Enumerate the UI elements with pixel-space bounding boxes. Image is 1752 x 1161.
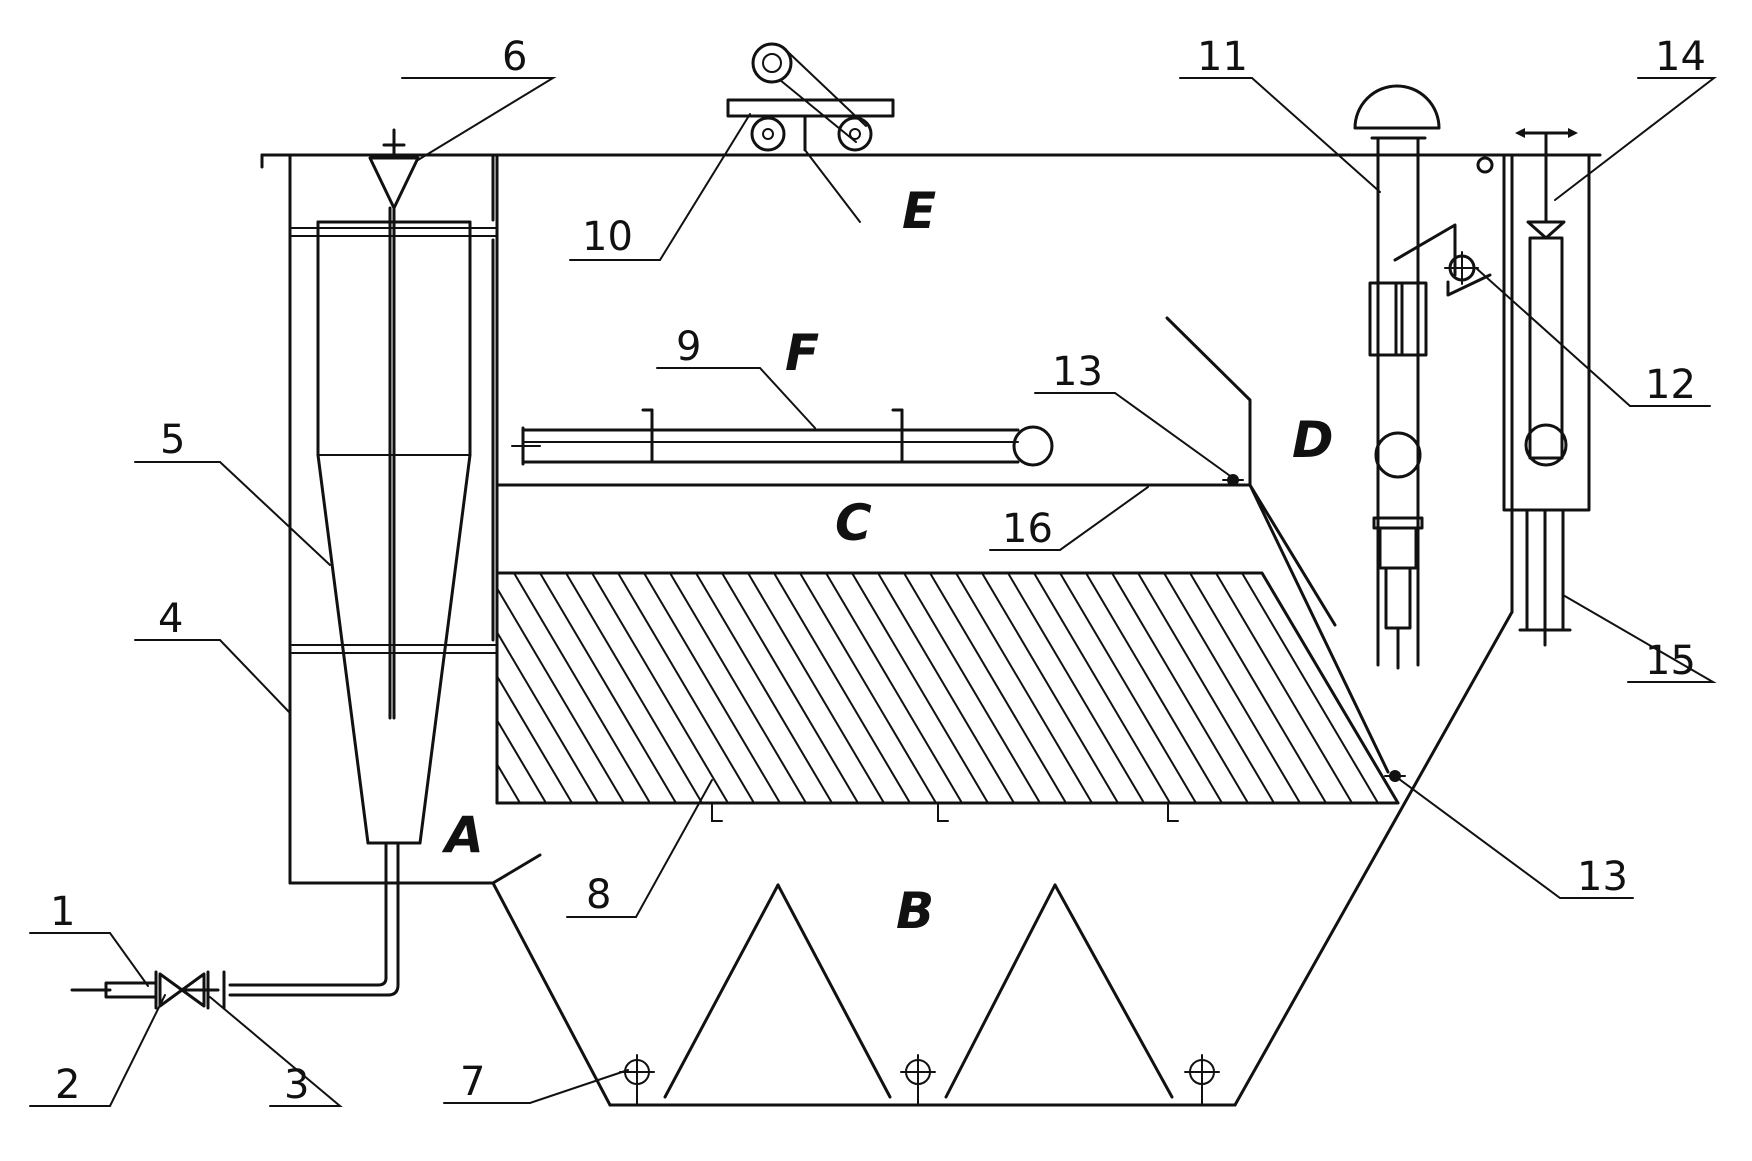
label-15: 15 [1645,638,1696,684]
label-10: 10 [582,214,633,260]
label-13-upper: 13 [1052,349,1103,395]
label-13-lower: 13 [1577,854,1628,900]
deflector-plate [1165,316,1390,774]
label-4: 4 [158,596,183,642]
sludge-outlet-left [619,1054,655,1106]
label-11: 11 [1197,34,1248,80]
label-16: 16 [1002,506,1053,552]
inlet-pipe [70,841,400,999]
label-7: 7 [460,1059,485,1105]
sludge-hopper [491,153,1514,1107]
sludge-outlet-right [1184,1054,1220,1106]
zone-b: B [896,882,934,940]
zone-c: C [835,494,872,552]
plate-hatching [496,572,1379,804]
zone-f: F [785,324,819,382]
label-1: 1 [50,889,75,935]
zone-d: D [1292,411,1334,469]
collecting-pipe [511,408,1054,467]
sludge-outlet-middle [900,1054,936,1106]
label-6: 6 [502,34,527,80]
wheel-12 [1444,251,1492,297]
vertical-pump [1353,84,1457,670]
scraper-carriage [726,42,895,152]
label-14: 14 [1655,34,1706,80]
label-12: 12 [1645,362,1696,408]
label-8: 8 [586,872,611,918]
inclined-plate-pack [495,571,1400,822]
label-5: 5 [160,417,185,463]
zone-e: E [902,182,936,240]
label-3: 3 [284,1062,309,1108]
leader-lines [29,77,1717,1107]
label-9: 9 [676,324,701,370]
outlet-pipe [1518,508,1572,647]
tank-top-edge [260,153,1602,169]
valve-3 [206,970,226,1010]
label-2: 2 [55,1062,80,1108]
feed-funnel [368,128,420,720]
valve-2 [154,970,206,1010]
zone-a: A [441,806,484,864]
